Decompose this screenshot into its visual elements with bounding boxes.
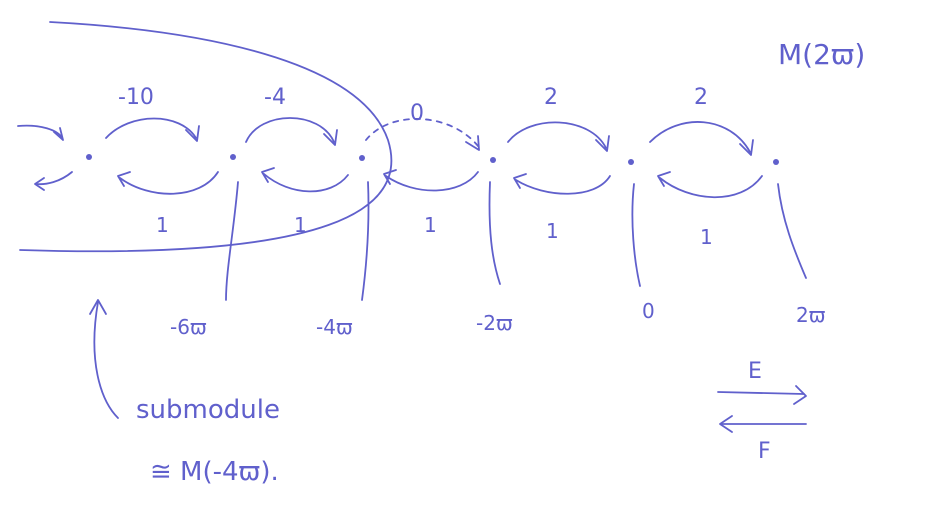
- e-label-3: 0: [410, 101, 424, 126]
- f-arrow-5: [659, 175, 763, 199]
- weight-label-0: 0: [642, 299, 655, 323]
- e-arrow-5: [649, 121, 751, 153]
- leader-minus4: [361, 181, 370, 301]
- e-label-1: -10: [118, 85, 154, 110]
- weight-label-2: 2ϖ: [796, 303, 826, 327]
- e-arrow-2: [245, 117, 335, 143]
- f-label-5: 1: [700, 225, 713, 249]
- submodule-boundary: [19, 21, 393, 253]
- weight-label-minus2: -2ϖ: [476, 311, 513, 335]
- leader-2: [777, 183, 807, 279]
- e-label-2: -4: [264, 85, 286, 110]
- leader-0: [631, 183, 641, 287]
- e-arrow-3-dashed: [365, 118, 479, 147]
- weight-dot-minus2: [490, 157, 496, 163]
- annotation-line2: ≅ M(-4ϖ).: [150, 457, 279, 487]
- e-arrow-1-head: [185, 125, 200, 142]
- weight-dot-minus4: [359, 155, 365, 161]
- e-arrow-1: [105, 117, 197, 139]
- f-arrow-5-head: [657, 171, 671, 187]
- f-arrow-2: [263, 173, 349, 193]
- leader-minus6: [225, 181, 239, 301]
- weight-dot-minus8: [86, 154, 92, 160]
- leader-minus2: [488, 181, 501, 285]
- legend-e-label: E: [748, 359, 762, 384]
- e-arrow-5-head: [739, 139, 754, 156]
- left-f-arrowhead: [34, 177, 45, 191]
- f-label-4: 1: [546, 219, 559, 243]
- left-f-arrow: [35, 171, 73, 186]
- weight-dot-2: [773, 159, 779, 165]
- weight-dot-0: [628, 159, 634, 165]
- f-arrow-4-head: [513, 173, 527, 189]
- legend-e-arrow: [717, 391, 805, 395]
- f-arrow-3: [385, 171, 479, 192]
- annotation-arrowhead: [89, 299, 107, 315]
- weight-dot-minus6: [230, 154, 236, 160]
- e-label-4: 2: [544, 85, 558, 110]
- left-e-arrowhead: [53, 127, 64, 141]
- weight-label-minus4: -4ϖ: [316, 315, 353, 339]
- module-title: M(2ϖ): [778, 38, 865, 71]
- annotation-line1: submodule: [136, 395, 280, 425]
- annotation-arrow: [93, 301, 119, 419]
- f-arrow-1-head: [117, 171, 131, 187]
- e-arrow-4: [507, 121, 607, 149]
- f-arrow-3-head: [383, 169, 397, 185]
- legend-f-arrowhead: [719, 415, 733, 433]
- f-label-3: 1: [424, 213, 437, 237]
- f-arrow-1: [119, 171, 219, 195]
- f-arrow-2-head: [261, 167, 275, 183]
- e-arrow-2-head: [323, 129, 338, 146]
- f-label-2: 1: [294, 213, 307, 237]
- weight-label-minus6: -6ϖ: [170, 315, 207, 339]
- e-arrow-4-head: [595, 135, 610, 152]
- legend-f-label: F: [758, 439, 771, 464]
- f-arrow-4: [515, 175, 611, 195]
- left-e-arrow: [17, 124, 63, 139]
- e-label-5: 2: [694, 85, 708, 110]
- e-arrow-3-head: [465, 135, 480, 151]
- f-label-1: 1: [156, 213, 169, 237]
- legend-e-arrowhead: [793, 385, 807, 405]
